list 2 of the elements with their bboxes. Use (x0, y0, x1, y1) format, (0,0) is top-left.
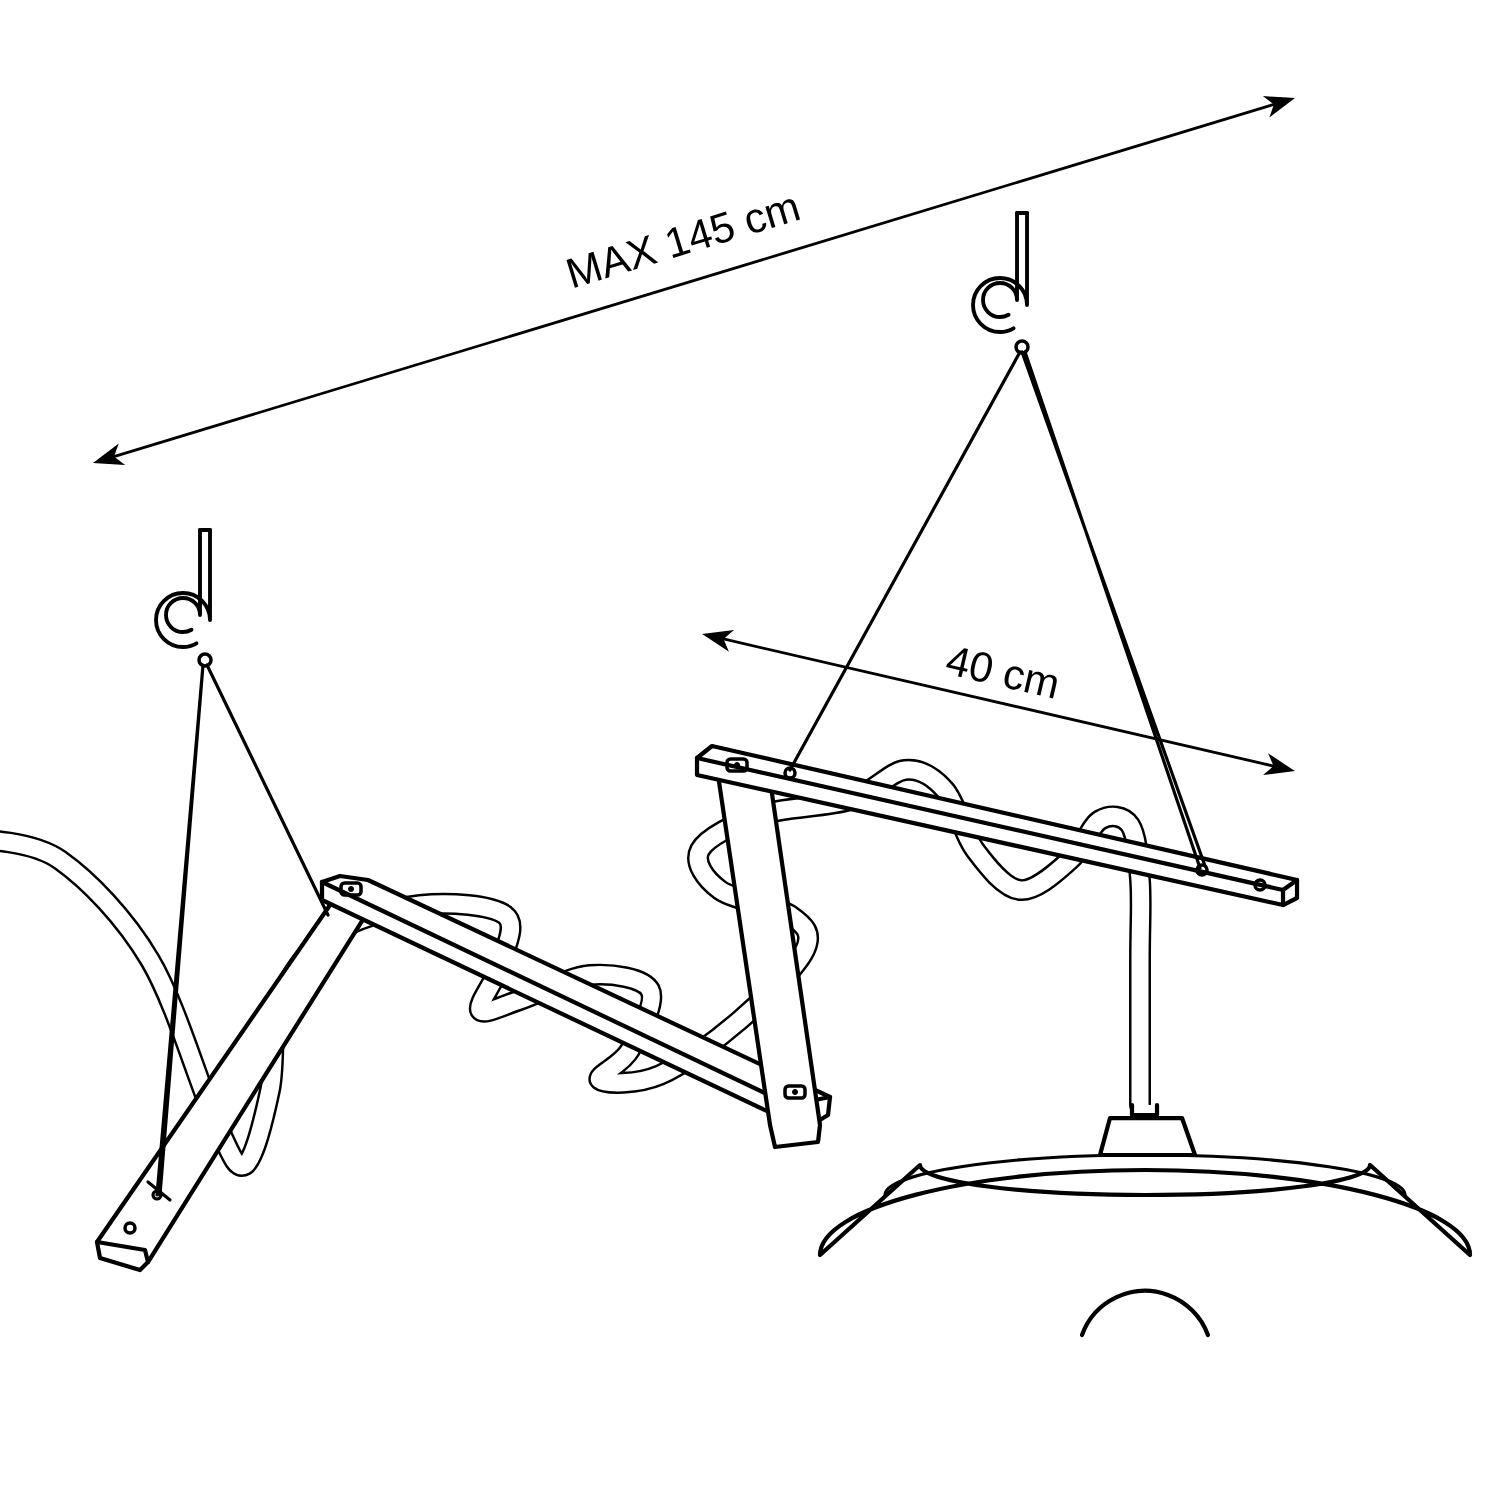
dimension-label: 40 cm (946, 648, 1057, 699)
dimension-label: MAX 145 cm (566, 199, 801, 288)
